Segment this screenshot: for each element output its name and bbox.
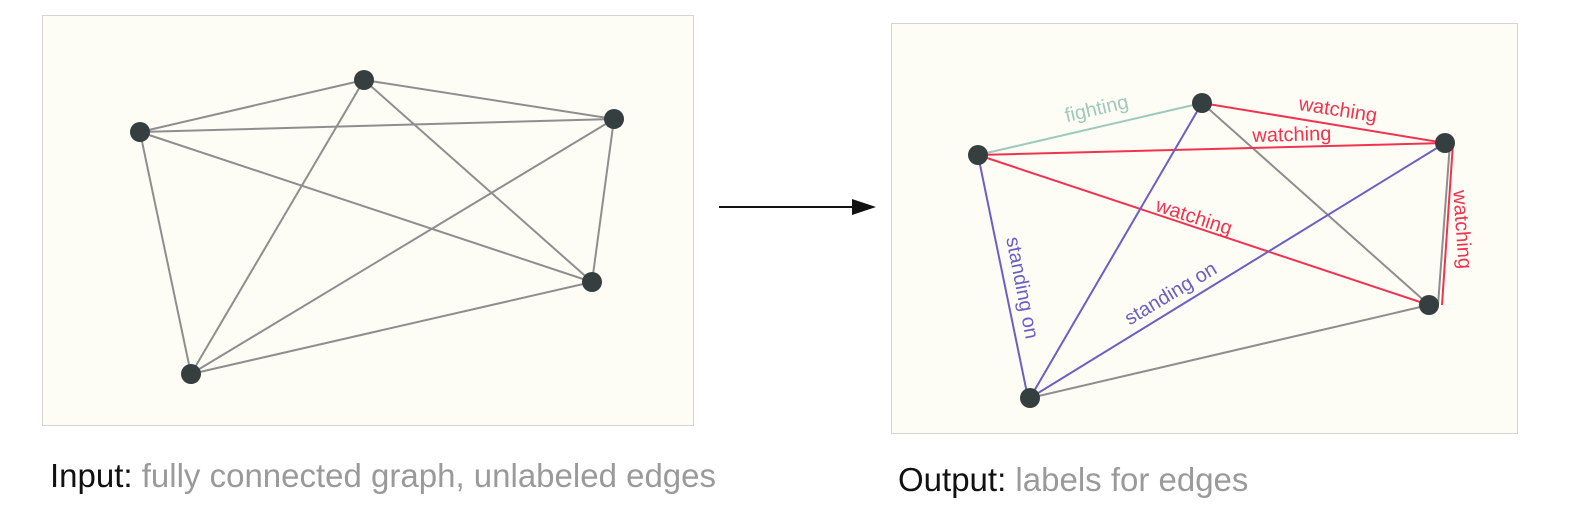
input-caption: Input: fully connected graph, unlabeled … (50, 459, 716, 492)
input-panel (42, 15, 694, 426)
input-edge-d-e (190, 281, 593, 375)
edge-label-standing-on-diagonal: standing on (1121, 258, 1221, 330)
output-edge-d-e (1029, 304, 1430, 399)
output-node-e (1020, 388, 1040, 408)
input-node-b (354, 70, 374, 90)
output-node-d (1419, 295, 1439, 315)
edge-label-watching-vertical: watching (1448, 188, 1476, 269)
input-edge-b-d (363, 79, 593, 283)
output-panel: fighting watching watching watching watc… (891, 23, 1518, 434)
input-caption-label: Input (50, 457, 124, 494)
output-edge-watching-a-d (977, 154, 1430, 306)
output-caption-text: labels for edges (1015, 461, 1249, 498)
output-graph: fighting watching watching watching watc… (968, 91, 1476, 408)
output-edge-standing-on-c-e (1029, 142, 1446, 399)
input-edge-b-c (363, 79, 615, 120)
output-edge-watching-a-c (977, 142, 1446, 156)
input-edge-c-d (591, 118, 615, 283)
output-node-c (1435, 133, 1455, 153)
input-node-c (604, 109, 624, 129)
output-edge-watching-b-c (1201, 102, 1446, 144)
output-caption-label: Output (898, 461, 998, 498)
output-edge-c-d (1437, 142, 1451, 306)
output-edge-watching-c-d (1441, 142, 1454, 306)
output-edge-fighting (977, 102, 1203, 156)
edge-label-standing-on-left: standing on (1001, 235, 1042, 341)
input-edge-a-e (139, 131, 192, 375)
output-edge-standing-on-b-e (1029, 102, 1203, 399)
input-edge-c-e (190, 118, 615, 375)
edge-label-watching-top: watching (1296, 93, 1378, 127)
input-edge-b-e (190, 79, 365, 375)
input-node-d (582, 272, 602, 292)
output-caption-separator: : (997, 461, 1016, 498)
output-node-a (968, 145, 988, 165)
input-graph (130, 70, 624, 384)
input-node-e (181, 364, 201, 384)
output-edge-b-d (1201, 102, 1430, 306)
input-node-a (130, 122, 150, 142)
transform-arrow (719, 199, 876, 215)
input-caption-separator: : (123, 457, 142, 494)
edge-label-watching-middle: watching (1251, 123, 1331, 147)
output-edge-standing-on-a-e (977, 154, 1029, 399)
output-node-b (1192, 93, 1212, 113)
input-edge-a-d (139, 131, 593, 283)
input-edge-a-c (139, 118, 615, 133)
input-caption-text: fully connected graph, unlabeled edges (141, 457, 717, 494)
edge-label-watching-diagonal: watching (1152, 194, 1235, 240)
output-caption: Output: labels for edges (898, 463, 1248, 496)
input-edge-a-b (139, 79, 365, 133)
